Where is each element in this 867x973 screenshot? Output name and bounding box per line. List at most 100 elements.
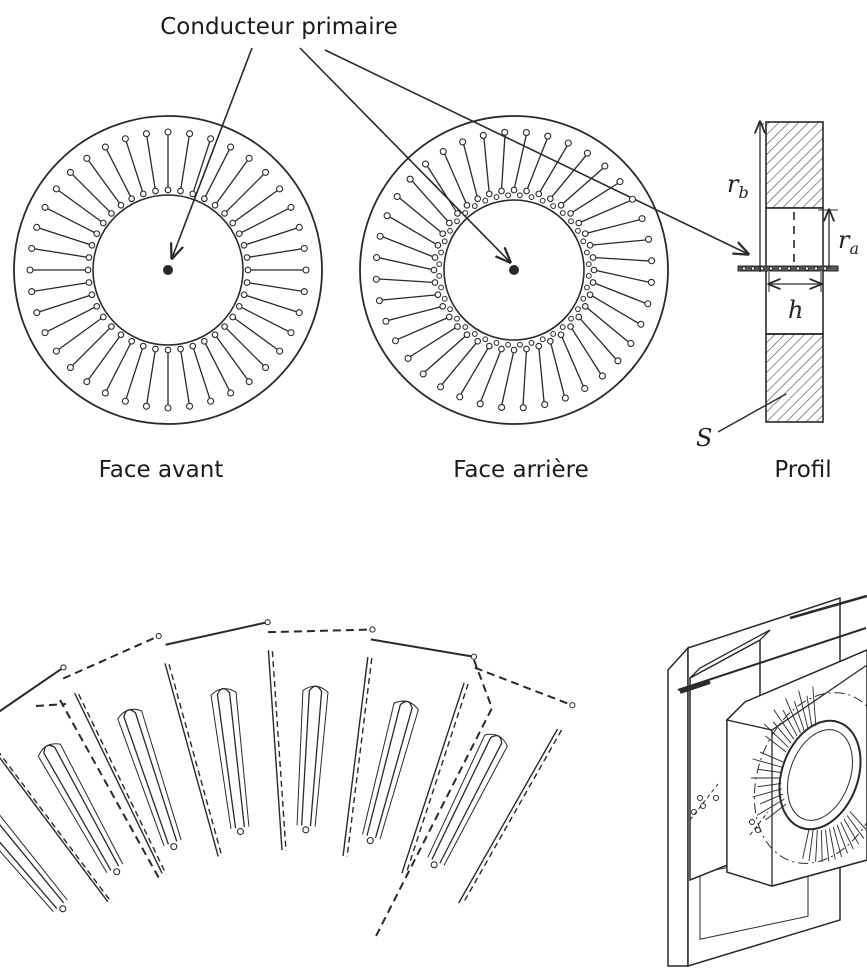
front-center-conductor — [163, 265, 173, 275]
back-outer-terminal — [598, 372, 606, 380]
fan-slot-terminal — [170, 843, 178, 851]
back-rim-loop — [575, 306, 581, 313]
back-inner-terminal — [454, 210, 461, 217]
back-inner-terminal — [434, 291, 442, 299]
front-outer-terminal — [41, 203, 49, 211]
assembly-ray — [828, 828, 836, 860]
rod-upper — [677, 627, 867, 691]
back-inner-terminal — [581, 302, 589, 310]
assembly-pin-holes — [689, 783, 769, 836]
back-spoke — [592, 281, 646, 304]
back-outer-terminal — [375, 297, 384, 305]
back-rim-loop — [584, 284, 590, 291]
fan-sector-edge-dashed — [462, 729, 563, 905]
front-inner-terminal — [99, 313, 107, 321]
back-rim-loop — [516, 341, 523, 348]
assembly-ray — [752, 788, 782, 798]
front-inner-terminal — [108, 210, 115, 217]
assembly-ray — [757, 782, 782, 788]
back-rim-loop — [539, 197, 546, 204]
back-spoke — [501, 349, 515, 405]
fan-slot — [362, 700, 419, 840]
back-spoke — [483, 138, 490, 194]
back-rim-loop — [462, 210, 469, 216]
front-outer-terminal — [52, 185, 60, 193]
back-inner-terminal — [474, 195, 482, 203]
assembly-ray — [773, 709, 795, 740]
back-rim-loop — [550, 331, 557, 337]
front-inner-terminal — [85, 279, 93, 286]
front-outer-terminal — [300, 288, 308, 296]
back-spoke — [441, 340, 479, 385]
front-outer-terminal — [227, 143, 235, 151]
profile-lower-core — [765, 333, 824, 423]
front-inner-terminal — [139, 342, 147, 350]
back-spoke — [560, 167, 604, 206]
back-rim-loop — [575, 227, 581, 234]
back-rim-loop — [568, 218, 574, 225]
front-inner-terminal — [99, 219, 107, 227]
front-spoke — [238, 305, 289, 332]
back-outer-terminal — [614, 357, 622, 365]
back-winding-spokes — [372, 128, 656, 412]
front-face-label: Face avant — [99, 457, 224, 483]
back-outer-terminal — [393, 193, 401, 201]
front-inner-terminal — [164, 346, 172, 354]
back-inner-terminal — [581, 230, 589, 238]
front-inner-terminal — [200, 195, 208, 203]
back-rim-loop — [441, 238, 448, 245]
back-inner-terminal — [523, 187, 530, 195]
front-spoke — [243, 227, 297, 246]
back-outer-terminal — [644, 300, 652, 308]
assembly-ray — [806, 695, 813, 728]
back-rim-loop — [505, 341, 512, 348]
back-spoke — [549, 155, 587, 200]
fan-sector-edge-dashed — [168, 664, 223, 858]
front-winding-spokes — [26, 128, 310, 412]
fan-slot — [0, 824, 65, 909]
front-inner-terminal — [88, 291, 96, 299]
back-outer-terminal — [382, 317, 390, 325]
front-outer-terminal — [66, 364, 74, 372]
front-spoke — [232, 190, 278, 224]
fan-top-link — [474, 666, 573, 707]
front-face-toroid — [13, 115, 323, 425]
fan-slot-terminal — [113, 868, 121, 876]
fan-top-node — [369, 626, 376, 633]
back-outer-terminal — [419, 370, 427, 378]
assembly-ray — [802, 827, 810, 859]
front-outer-terminal — [276, 185, 284, 193]
front-inner-terminal — [177, 187, 184, 195]
fan-slot — [216, 687, 245, 829]
front-outer-terminal — [142, 402, 150, 410]
front-spoke — [125, 141, 144, 195]
front-spoke — [192, 141, 211, 195]
back-inner-rim — [443, 199, 585, 341]
assembly-ray — [793, 701, 805, 731]
fan-slot-terminal — [59, 905, 67, 913]
back-rim-loop — [436, 272, 443, 279]
back-rim-loop — [438, 284, 444, 291]
back-inner-terminal — [434, 241, 442, 249]
front-outer-terminal — [101, 143, 109, 151]
front-outer-terminal — [26, 266, 34, 274]
h-symbol: h — [788, 296, 803, 324]
fan-top-link — [0, 666, 65, 713]
conductor-label: Conducteur primaire — [160, 14, 397, 40]
back-rim-loop — [559, 324, 566, 330]
fan-sector-edge — [0, 756, 109, 903]
ra-symbol: ra — [838, 226, 859, 258]
front-spoke — [58, 316, 104, 350]
back-outer-terminal — [522, 129, 530, 137]
back-outer-terminal — [501, 128, 509, 136]
back-rim-loop — [516, 192, 523, 199]
back-inner-terminal — [498, 345, 505, 353]
back-outer-rim — [359, 115, 669, 425]
assembly-ray — [757, 768, 782, 774]
back-inner-terminal — [589, 254, 597, 261]
front-inner-terminal — [152, 187, 159, 195]
back-outer-terminal — [564, 139, 572, 147]
front-outer-terminal — [207, 135, 215, 143]
assembly-ray — [846, 815, 865, 839]
front-spoke — [203, 149, 230, 200]
